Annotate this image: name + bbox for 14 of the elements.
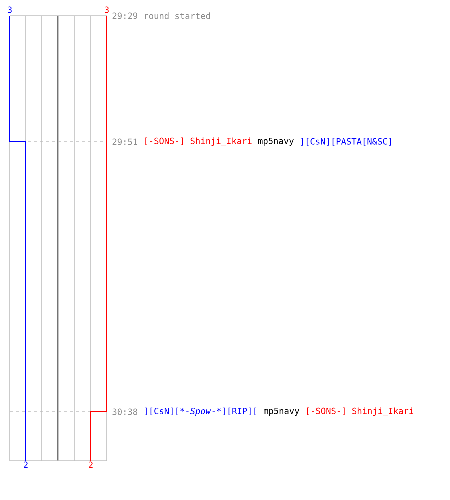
weapon-name: mp5navy — [264, 408, 300, 416]
score-number: 2 — [89, 462, 93, 468]
player-name: ][CsN][*-Spow-*][RIP][ — [145, 408, 256, 416]
score-number: 3 — [105, 6, 109, 14]
player-name: ][CsN][PASTA[N&SC] — [301, 138, 392, 146]
event-time: 29:51 — [112, 138, 138, 146]
player-name: [-SONS-] Shinji_Ikari — [307, 408, 414, 416]
event-time: 30:38 — [112, 408, 138, 416]
event-text: round started — [145, 12, 210, 20]
event-time: 29:29 — [112, 12, 138, 20]
player-name: [-SONS-] Shinji_Ikari — [146, 138, 252, 146]
weapon-name: mp5navy — [258, 138, 294, 146]
score-number: 3 — [8, 6, 12, 14]
score-number: 2 — [24, 462, 28, 468]
